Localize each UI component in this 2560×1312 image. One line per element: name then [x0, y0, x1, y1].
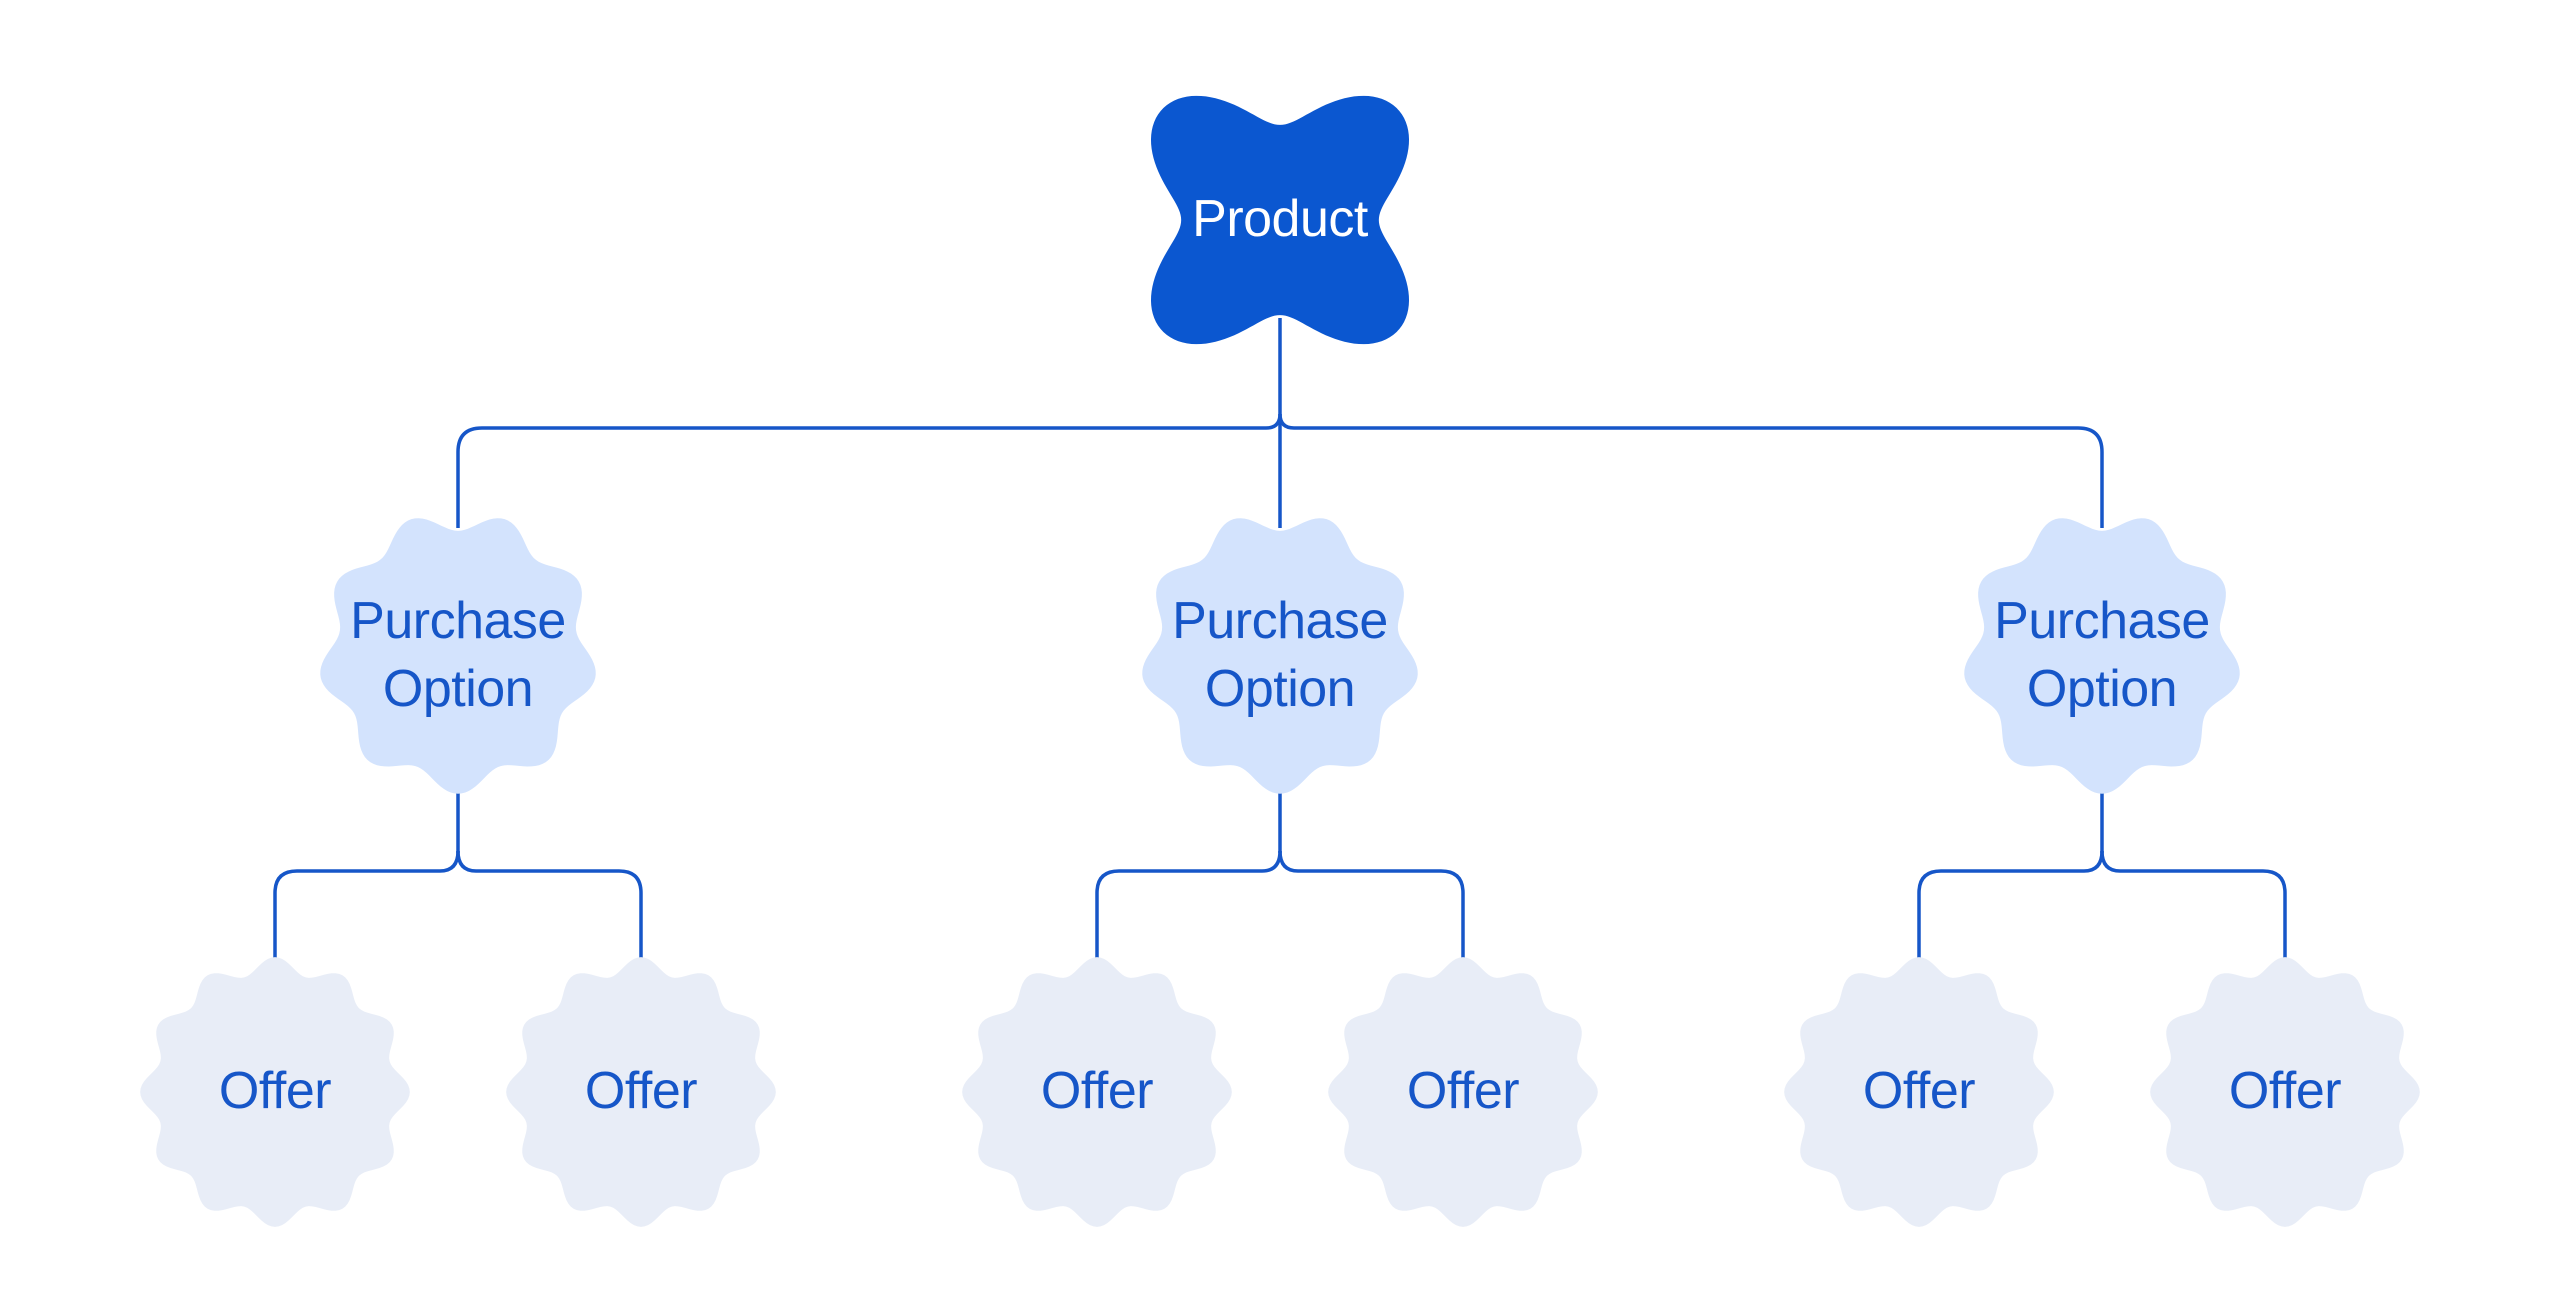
product-blob-shape — [1150, 95, 1410, 345]
node-purchase-option-3-label: Purchase Option — [1994, 592, 2210, 718]
offer-blob-shape — [140, 957, 410, 1227]
node-product-label: Product — [1192, 190, 1368, 249]
offer-blob-shape — [506, 957, 776, 1227]
offer-blob-shape — [962, 957, 1232, 1227]
node-offer-5: Offer — [1780, 953, 2058, 1231]
node-offer-3-label: Offer — [1040, 1062, 1154, 1121]
purchase-option-blob-shape — [1964, 518, 2240, 794]
node-purchase-option-1-label: Purchase Option — [350, 592, 566, 718]
node-purchase-option-1: Purchase Option — [316, 514, 600, 798]
node-purchase-option-3: Purchase Option — [1960, 514, 2244, 798]
node-offer-2-label: Offer — [584, 1062, 698, 1121]
node-offer-6-label: Offer — [2228, 1062, 2342, 1121]
node-offer-3: Offer — [958, 953, 1236, 1231]
offer-blob-shape — [1784, 957, 2054, 1227]
offer-blob-shape — [2150, 957, 2420, 1227]
purchase-option-blob-shape — [320, 518, 596, 794]
node-offer-1: Offer — [136, 953, 414, 1231]
node-offer-1-label: Offer — [218, 1062, 332, 1121]
node-offer-2: Offer — [502, 953, 780, 1231]
node-product: Product — [1147, 92, 1413, 348]
node-offer-5-label: Offer — [1862, 1062, 1976, 1121]
node-offer-4-label: Offer — [1406, 1062, 1520, 1121]
offer-blob-shape — [1328, 957, 1598, 1227]
node-offer-4: Offer — [1324, 953, 1602, 1231]
purchase-option-blob-shape — [1142, 518, 1418, 794]
node-purchase-option-2: Purchase Option — [1138, 514, 1422, 798]
node-purchase-option-2-label: Purchase Option — [1172, 592, 1388, 718]
node-offer-6: Offer — [2146, 953, 2424, 1231]
